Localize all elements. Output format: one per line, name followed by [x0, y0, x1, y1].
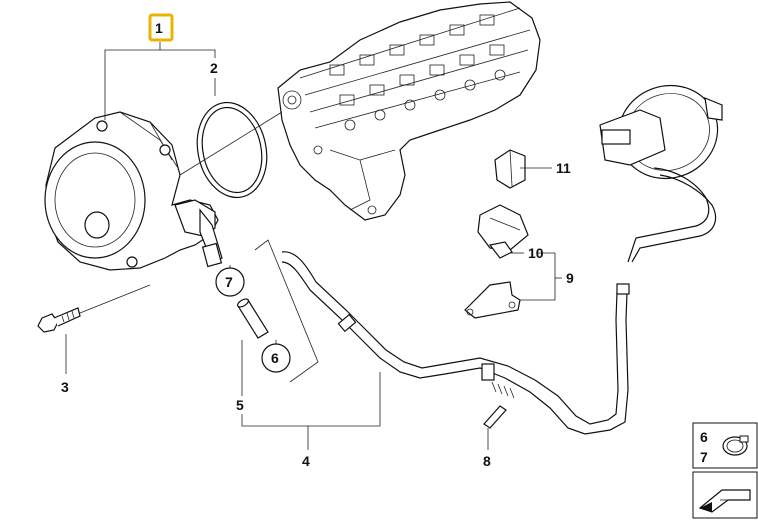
grommet — [494, 149, 526, 189]
callout-10[interactable]: 10 — [528, 245, 544, 261]
o-ring — [196, 101, 268, 199]
callout-6-circle — [261, 343, 291, 373]
callout-4[interactable]: 4 — [302, 453, 310, 469]
cylinder-head — [277, 1, 541, 221]
callout-8[interactable]: 8 — [483, 453, 491, 469]
legend-label-6: 6 — [700, 429, 708, 445]
legend-label-7: 7 — [700, 449, 708, 465]
leader-lines — [65, 42, 562, 450]
clip — [483, 405, 507, 429]
callout-1-highlight — [148, 13, 174, 42]
alignment-lines — [74, 111, 283, 316]
callout-7-circle — [215, 267, 245, 297]
check-valve — [477, 204, 529, 259]
callout-9[interactable]: 9 — [566, 270, 574, 286]
legend-box: 6 7 — [692, 422, 758, 519]
callout-1[interactable]: 1 — [155, 20, 163, 36]
callout-7[interactable]: 7 — [225, 274, 233, 290]
bolt — [37, 307, 81, 333]
callout-5[interactable]: 5 — [236, 397, 244, 413]
callout-2[interactable]: 2 — [210, 60, 218, 76]
bracket-outline — [254, 239, 319, 383]
brake-booster — [599, 84, 723, 263]
vacuum-line — [281, 251, 630, 435]
callout-6[interactable]: 6 — [271, 350, 279, 366]
callout-11[interactable]: 11 — [556, 160, 571, 176]
vacuum-pump — [44, 111, 223, 271]
hose-segment — [236, 298, 269, 339]
arrow-icon — [698, 489, 751, 513]
mounting-bracket — [464, 281, 521, 319]
hose-clamp-icon — [722, 435, 749, 456]
callout-3[interactable]: 3 — [61, 379, 69, 395]
